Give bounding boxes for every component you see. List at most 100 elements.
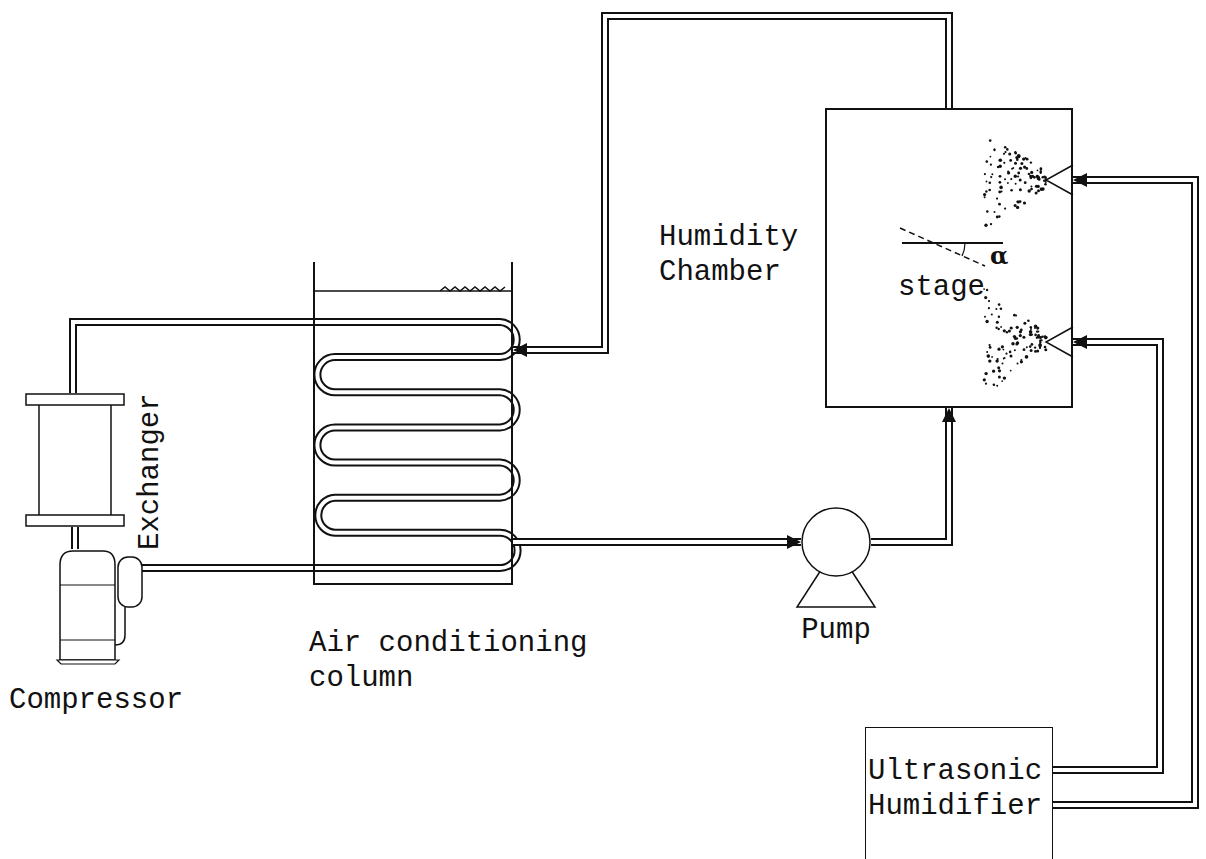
droplet (1014, 162, 1017, 165)
stage-label: stage (898, 270, 985, 305)
droplet (1037, 336, 1040, 339)
droplet (988, 307, 990, 309)
pipe (871, 408, 956, 542)
droplet (1035, 192, 1038, 195)
droplet (998, 328, 1000, 330)
droplet (1042, 176, 1045, 179)
droplet (1044, 336, 1048, 340)
droplet (986, 289, 988, 291)
droplet (1000, 326, 1002, 328)
droplet (989, 182, 992, 185)
droplet (1019, 167, 1022, 170)
droplet (1015, 343, 1018, 346)
nozzle (1046, 165, 1073, 195)
pipe-wall (71, 527, 79, 549)
arrow-head (1073, 335, 1087, 349)
pipe (513, 16, 949, 357)
droplet (1037, 189, 1040, 192)
droplet (989, 139, 992, 142)
droplet (1011, 342, 1014, 345)
droplet (1044, 336, 1047, 339)
droplet (989, 344, 991, 346)
heat-exchanger: Exchanger (25, 393, 125, 527)
droplet (998, 303, 1001, 306)
droplet (1004, 146, 1007, 149)
droplet (1015, 315, 1017, 317)
droplet (996, 198, 998, 200)
droplet (1008, 330, 1011, 333)
droplet (1016, 206, 1019, 209)
droplet (1014, 151, 1016, 153)
droplet (1010, 326, 1013, 329)
arrow-head (1073, 173, 1087, 187)
droplet (1000, 190, 1002, 192)
droplet (1041, 339, 1043, 341)
droplet (1006, 331, 1008, 333)
droplet (1044, 348, 1047, 351)
droplet (988, 359, 991, 362)
droplet (1003, 329, 1006, 332)
droplet (1030, 161, 1032, 163)
droplet (1036, 175, 1039, 178)
pipe-wall (1053, 180, 1195, 805)
pipe-bore (513, 16, 949, 350)
droplet (1019, 200, 1022, 203)
droplet (1037, 170, 1039, 172)
droplet (1004, 208, 1006, 210)
droplet (1003, 376, 1006, 379)
pump: Pump (801, 507, 871, 577)
droplet (1002, 363, 1004, 365)
node-label: Ultrasonic Humidifier (868, 754, 1048, 824)
droplet (1040, 169, 1042, 171)
angle-label: α (990, 238, 1008, 273)
droplet (1037, 330, 1039, 332)
droplet (1034, 327, 1036, 329)
droplet (993, 383, 996, 386)
droplet (997, 366, 1000, 369)
droplet (1010, 189, 1013, 192)
droplet (1036, 350, 1039, 353)
droplet (1003, 349, 1005, 351)
droplet (984, 196, 986, 198)
pipe (73, 322, 313, 393)
pipe-wall (871, 408, 949, 542)
tilt-line (900, 228, 985, 266)
droplet (1007, 171, 1009, 173)
droplet (1008, 153, 1011, 156)
pipe-bore (871, 408, 949, 542)
droplet (1038, 344, 1042, 348)
droplet (1010, 355, 1013, 358)
humidity-chamber: Humidity Chamber (825, 108, 1073, 408)
droplet (992, 370, 995, 373)
pipe-wall (513, 16, 949, 350)
droplet (1020, 360, 1023, 363)
cooling-coil (313, 322, 518, 568)
droplet (1010, 370, 1012, 372)
stage-plate (902, 242, 1003, 244)
droplet (983, 378, 986, 381)
droplet (1039, 347, 1041, 349)
droplet (996, 321, 999, 324)
pipe (139, 568, 313, 569)
droplet (1036, 185, 1039, 188)
droplet (1017, 154, 1021, 158)
pipe-bore (73, 322, 313, 393)
droplet (999, 186, 1003, 190)
node-label: Pump (781, 613, 891, 648)
droplet (1034, 346, 1036, 348)
droplet (999, 181, 1002, 184)
droplet (1044, 346, 1047, 349)
droplet (1019, 334, 1022, 337)
droplet (1014, 204, 1017, 207)
compressor-drawing (55, 545, 145, 665)
droplet (988, 300, 990, 302)
droplet (995, 327, 997, 329)
pipe (1053, 335, 1160, 770)
pipe-bore (513, 540, 801, 544)
droplet (1045, 181, 1047, 183)
pipe-wall (513, 538, 801, 546)
droplet (990, 176, 992, 178)
droplet (1016, 341, 1019, 344)
droplet (1040, 167, 1043, 170)
droplet (1004, 357, 1006, 359)
